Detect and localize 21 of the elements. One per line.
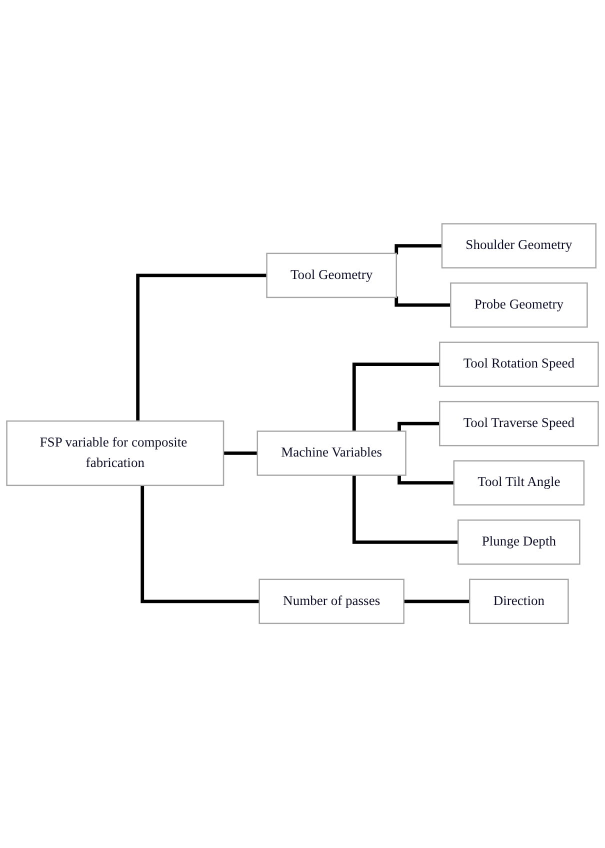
node-box: Tool Tilt Angle [453, 460, 585, 506]
node-box: Plunge Depth [458, 520, 580, 566]
node-box: Tool Traverse Speed [439, 401, 599, 447]
connector [394, 296, 451, 308]
connector [352, 476, 458, 544]
connector [398, 422, 440, 432]
connector [136, 274, 267, 422]
node-box: Number of passes [258, 579, 404, 624]
connector [140, 486, 260, 604]
connector [402, 600, 470, 604]
node-box: Direction [469, 579, 569, 624]
node-box: Tool Rotation Speed [439, 342, 599, 388]
connector [398, 476, 454, 485]
connector [222, 452, 258, 456]
node-box: Shoulder Geometry [441, 224, 596, 269]
node-box: FSP variable for composite fabrication [6, 420, 224, 486]
connector [352, 363, 440, 432]
node-box: Tool Geometry [266, 253, 398, 298]
node-box: Machine Variables [256, 430, 406, 476]
connector [394, 244, 442, 255]
node-box: Probe Geometry [450, 282, 588, 328]
